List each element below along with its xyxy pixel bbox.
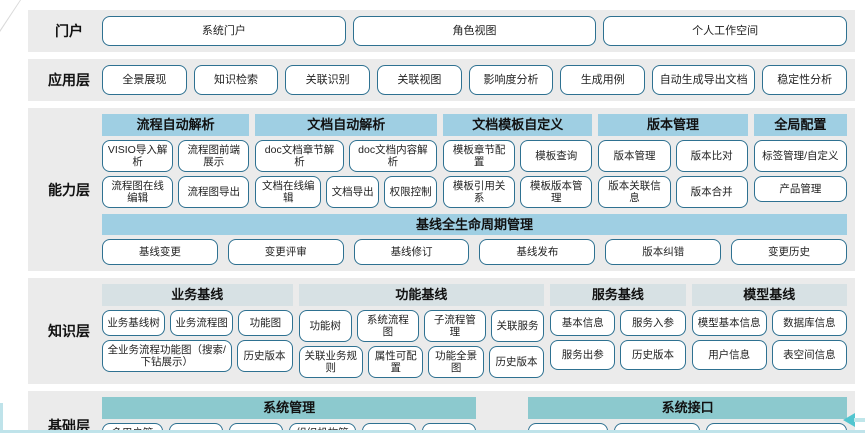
baseline-button[interactable]: 变更评审 [227, 239, 344, 266]
knowledge-button[interactable]: 功能全景图 [428, 346, 484, 379]
capability-button[interactable]: 产品管理 [753, 175, 847, 202]
relation-view-button[interactable]: 关联视图 [377, 65, 462, 95]
group-doc-template-custom: 文档模板自定义 模板章节配置 模板查询 模板引用关系 模板版本管理 [443, 114, 593, 208]
knowledge-button[interactable]: 表空间信息 [771, 340, 848, 371]
relation-identify-button[interactable]: 关联识别 [285, 65, 371, 95]
knowledge-button[interactable]: 服务出参 [550, 340, 616, 371]
corner-fold-decoration [0, 0, 20, 30]
layer-foundation: 基础层 系统管理 多用户管理 权限管理 角色管理 组织机构管理 菜单管理 操作日… [28, 391, 855, 433]
knowledge-search-button[interactable]: 知识检索 [193, 65, 279, 95]
group-service-baseline: 服务基线 基本信息 服务入参 服务出参 历史版本 [550, 284, 686, 378]
group-model-baseline-title: 模型基线 [691, 284, 847, 307]
group-system-interface: 系统接口 jira confluence 接口自动化平台 [528, 397, 847, 433]
foundation-button[interactable]: 组织机构管理 [288, 422, 357, 433]
knowledge-button[interactable]: 功能图 [238, 310, 293, 337]
baseline-lifecycle-title: 基线全生命周期管理 [102, 213, 847, 236]
layer-portal: 门户 系统门户 角色视图 个人工作空间 [28, 10, 855, 52]
role-view-button[interactable]: 角色视图 [352, 16, 597, 46]
capability-button[interactable]: 模板版本管理 [520, 175, 593, 208]
system-portal-button[interactable]: 系统门户 [102, 16, 346, 46]
layer-knowledge-label: 知识层 [48, 323, 90, 340]
layer-capability: 能力层 流程自动解析 VISIO导入解析 流程图前端展示 流程图在线编辑 流程图… [28, 108, 855, 272]
group-doc-auto-parse: 文档自动解析 doc文档章节解析 doc文档内容解析 文档在线编辑 文档导出 权… [255, 114, 438, 208]
knowledge-button[interactable]: 基本信息 [550, 310, 616, 337]
left-arrow-icon [843, 413, 865, 427]
knowledge-button[interactable]: 数据库信息 [771, 310, 848, 337]
group-function-baseline: 功能基线 功能树 系统流程图 子流程管理 关联服务 关联业务规则 属性可配置 功… [298, 284, 545, 379]
generate-usecase-button[interactable]: 生成用例 [560, 65, 646, 95]
baseline-button[interactable]: 基线变更 [102, 239, 218, 266]
baseline-lifecycle-section: 基线全生命周期管理 基线变更 变更评审 基线修订 基线发布 版本纠错 变更历史 [102, 213, 847, 266]
frame-left-border [0, 403, 3, 433]
panorama-display-button[interactable]: 全景展现 [102, 65, 187, 95]
group-doc-auto-parse-title: 文档自动解析 [255, 114, 438, 136]
personal-workspace-button[interactable]: 个人工作空间 [603, 16, 848, 46]
knowledge-button[interactable]: 历史版本 [488, 346, 545, 379]
capability-button[interactable]: 流程图在线编辑 [102, 175, 174, 208]
capability-button[interactable]: 文档导出 [326, 175, 380, 208]
capability-button[interactable]: 模板章节配置 [443, 139, 516, 172]
group-process-auto-parse-title: 流程自动解析 [102, 114, 250, 136]
capability-button[interactable]: 权限控制 [384, 175, 438, 208]
baseline-button[interactable]: 变更历史 [731, 239, 847, 266]
baseline-button[interactable]: 基线修订 [353, 239, 470, 266]
knowledge-button[interactable]: 关联服务 [490, 310, 545, 343]
capability-button[interactable]: 版本合并 [675, 175, 748, 208]
group-system-management-title: 系统管理 [102, 397, 477, 419]
knowledge-button[interactable]: 全业务流程功能图（搜索/下钻展示） [102, 340, 232, 373]
layer-knowledge: 知识层 业务基线 业务基线树 业务流程图 功能图 全业务流程功能图（搜索/下钻展… [28, 278, 855, 385]
group-process-auto-parse: 流程自动解析 VISIO导入解析 流程图前端展示 流程图在线编辑 流程图导出 [102, 114, 250, 208]
group-doc-template-custom-title: 文档模板自定义 [443, 114, 593, 136]
capability-button[interactable]: doc文档内容解析 [348, 139, 438, 172]
knowledge-button[interactable]: 业务基线树 [102, 310, 166, 337]
group-system-interface-title: 系统接口 [528, 397, 847, 419]
capability-button[interactable]: VISIO导入解析 [102, 139, 174, 172]
layer-application-label: 应用层 [48, 72, 90, 88]
capability-button[interactable]: 标签管理/自定义 [753, 139, 847, 172]
capability-button[interactable]: 模板查询 [520, 139, 593, 172]
stability-analysis-button[interactable]: 稳定性分析 [762, 65, 848, 95]
knowledge-button[interactable]: 关联业务规则 [298, 346, 364, 379]
group-model-baseline: 模型基线 模型基本信息 数据库信息 用户信息 表空间信息 [691, 284, 848, 378]
knowledge-button[interactable]: 属性可配置 [368, 346, 424, 379]
capability-button[interactable]: 流程图前端展示 [178, 139, 250, 172]
group-global-config-title: 全局配置 [753, 114, 847, 136]
layer-portal-label: 门户 [55, 23, 83, 39]
auto-export-doc-button[interactable]: 自动生成导出文档 [652, 65, 756, 95]
group-business-baseline: 业务基线 业务基线树 业务流程图 功能图 全业务流程功能图（搜索/下钻展示） 历… [102, 284, 293, 378]
frame-bottom-border [0, 430, 865, 433]
knowledge-button[interactable]: 功能树 [298, 310, 352, 343]
capability-button[interactable]: 模板引用关系 [443, 175, 516, 208]
layer-foundation-label: 基础层 [48, 418, 90, 433]
group-version-management-title: 版本管理 [598, 114, 748, 136]
capability-button[interactable]: 流程图导出 [178, 175, 250, 208]
impact-analysis-button[interactable]: 影响度分析 [468, 65, 554, 95]
group-function-baseline-title: 功能基线 [298, 284, 545, 307]
baseline-button[interactable]: 版本纠错 [605, 239, 722, 266]
knowledge-button[interactable]: 业务流程图 [170, 310, 234, 337]
knowledge-button[interactable]: 用户信息 [691, 340, 767, 371]
knowledge-button[interactable]: 模型基本信息 [691, 310, 767, 337]
capability-button[interactable]: doc文档章节解析 [255, 139, 344, 172]
knowledge-button[interactable]: 历史版本 [620, 340, 686, 371]
capability-button[interactable]: 版本管理 [598, 139, 671, 172]
knowledge-button[interactable]: 历史版本 [236, 340, 293, 373]
capability-button[interactable]: 版本比对 [675, 139, 748, 172]
group-system-management: 系统管理 多用户管理 权限管理 角色管理 组织机构管理 菜单管理 操作日志 [102, 397, 477, 433]
foundation-button[interactable]: 多用户管理 [102, 422, 163, 433]
group-service-baseline-title: 服务基线 [550, 284, 686, 307]
capability-button[interactable]: 文档在线编辑 [255, 175, 322, 208]
knowledge-button[interactable]: 子流程管理 [423, 310, 486, 343]
layer-application: 应用层 全景展现 知识检索 关联识别 关联视图 影响度分析 生成用例 自动生成导… [28, 59, 855, 101]
knowledge-button[interactable]: 系统流程图 [356, 310, 419, 343]
baseline-button[interactable]: 基线发布 [479, 239, 596, 266]
capability-button[interactable]: 版本关联信息 [598, 175, 671, 208]
group-global-config: 全局配置 标签管理/自定义 产品管理 [753, 114, 847, 208]
layer-capability-label: 能力层 [48, 181, 90, 198]
knowledge-button[interactable]: 服务入参 [620, 310, 686, 337]
group-version-management: 版本管理 版本管理 版本比对 版本关联信息 版本合并 [598, 114, 748, 208]
group-business-baseline-title: 业务基线 [102, 284, 293, 307]
